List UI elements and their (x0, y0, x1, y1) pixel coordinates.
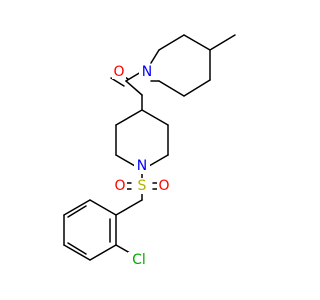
molecule-canvas: O N N S O O Cl (63, 34, 236, 268)
bond (125, 80, 143, 96)
bond (150, 49, 160, 64)
sulfonyl-oxygen-right-label: O (158, 178, 169, 194)
bond (63, 199, 91, 216)
bond (158, 34, 185, 51)
sulfonyl-piperidine-nitrogen-label: N (137, 158, 147, 174)
chlorine-label: Cl (132, 252, 146, 268)
bond (183, 34, 211, 51)
bond (67, 242, 87, 255)
bond (183, 79, 211, 97)
bond (89, 199, 117, 216)
bond (148, 154, 169, 167)
bond (115, 199, 143, 216)
bond (158, 80, 185, 97)
bond (115, 244, 131, 254)
sulfur-label: S (138, 178, 147, 194)
atom-labels: O N N S O O Cl (112, 63, 171, 268)
methylpiperidine-nitrogen-label: N (142, 64, 152, 80)
carbonyl-oxygen-label: O (113, 64, 124, 80)
bond (115, 109, 143, 126)
sulfonyl-oxygen-left-label: O (114, 178, 125, 194)
bond (115, 154, 136, 167)
bond (209, 34, 236, 51)
chemical-structure-diagram: O N N S O O Cl (63, 34, 236, 268)
bond (67, 205, 87, 218)
bond (141, 109, 169, 126)
bond (89, 244, 117, 261)
bond (63, 244, 91, 261)
bond (110, 77, 125, 87)
